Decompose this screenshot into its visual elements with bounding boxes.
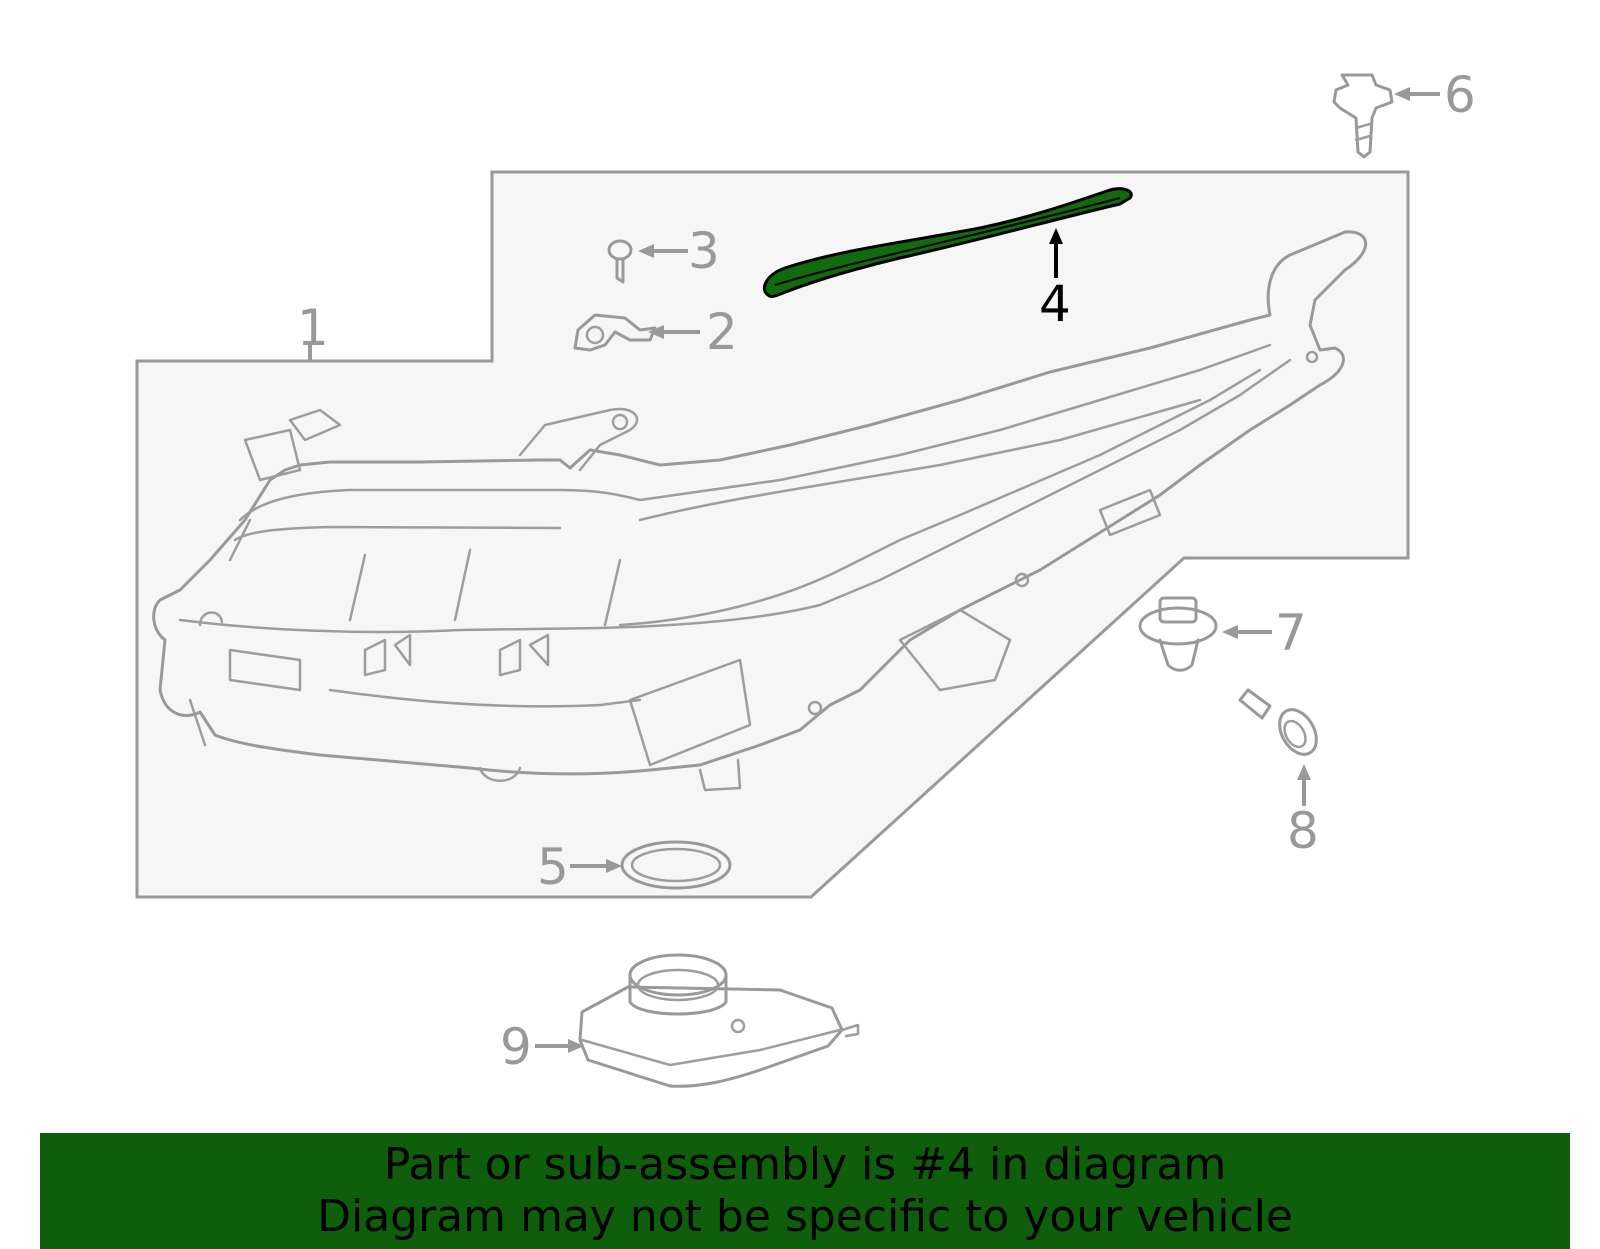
gasket-part-5 — [620, 840, 732, 890]
info-banner: Part or sub-assembly is #4 in diagram Di… — [40, 1133, 1570, 1249]
bolt-part-8 — [1238, 688, 1318, 756]
leader-arrows — [308, 87, 1440, 1053]
callout-4: 4 — [1039, 275, 1071, 333]
clip-part-7 — [1138, 596, 1218, 672]
callout-9: 9 — [500, 1018, 532, 1076]
screw-part-3 — [607, 239, 633, 284]
bolt-part-6 — [1332, 73, 1394, 159]
callout-1: 1 — [297, 299, 329, 357]
callout-6: 6 — [1444, 66, 1476, 124]
callout-7: 7 — [1275, 604, 1307, 662]
module-part-9 — [578, 953, 860, 1088]
assembly-panel — [135, 170, 1410, 899]
highlighted-part-4 — [762, 187, 1133, 298]
callout-5: 5 — [537, 838, 569, 896]
banner-line-2: Diagram may not be specific to your vehi… — [317, 1191, 1293, 1242]
callout-3: 3 — [688, 222, 720, 280]
connector-part-2 — [573, 313, 657, 352]
banner-line-1: Part or sub-assembly is #4 in diagram — [383, 1139, 1227, 1190]
callout-2: 2 — [706, 303, 738, 361]
headlamp-assembly — [152, 230, 1368, 792]
callout-8: 8 — [1287, 802, 1319, 860]
leader-arrow-4 — [1049, 228, 1063, 278]
